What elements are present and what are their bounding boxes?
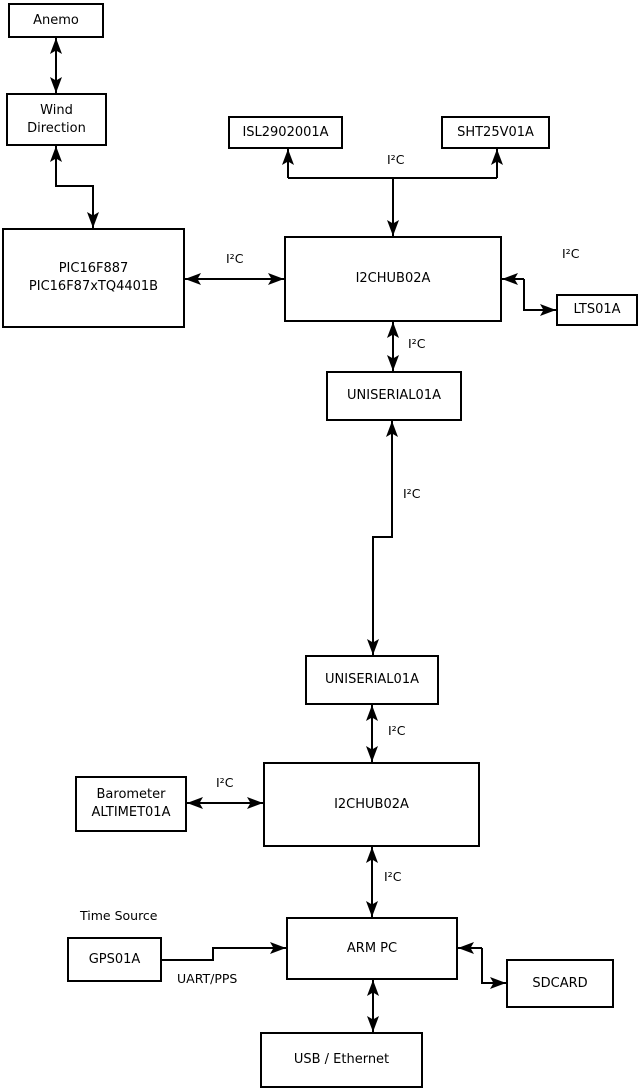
node-gps01a: GPS01A: [67, 937, 162, 982]
node-anemo: Anemo: [8, 3, 104, 38]
node-uniserial-bottom-label: UNISERIAL01A: [325, 672, 419, 688]
node-wind-direction-label-line2: Direction: [27, 120, 86, 136]
node-barometer: Barometer ALTIMET01A: [75, 776, 187, 832]
edge-armpc-sdcard: [481, 948, 506, 989]
label-i2c-uniserial-link: I²C: [403, 486, 421, 501]
node-pic-label-line2: PIC16F87xTQ4401B: [28, 279, 159, 294]
node-uniserial-bottom: UNISERIAL01A: [305, 655, 439, 705]
node-usb-ethernet-label: USB / Ethernet: [293, 1052, 390, 1068]
node-isl2902001a: ISL2902001A: [228, 116, 343, 149]
edge-gps-armpc: [162, 942, 286, 961]
node-uniserial-top: UNISERIAL01A: [326, 371, 462, 421]
node-i2chub-bottom-label: I2CHUB02A: [334, 796, 409, 812]
node-i2chub-top: I2CHUB02A: [284, 236, 502, 322]
node-sdcard-label: SDCARD: [532, 975, 588, 991]
label-i2c-uniserial-hub2: I²C: [388, 723, 406, 738]
node-barometer-label-line1: Barometer: [96, 787, 166, 803]
node-pic: PIC16F887 PIC16F87xTQ4401B: [2, 228, 185, 328]
label-i2c-pic-hub: I²C: [226, 251, 244, 266]
label-time-source: Time Source: [80, 908, 158, 923]
label-i2c-lts: I²C: [562, 246, 580, 261]
node-gps01a-label: GPS01A: [88, 951, 141, 967]
label-uart-pps: UART/PPS: [177, 971, 238, 986]
node-wind-direction-label-line1: Wind: [40, 102, 73, 118]
node-wind-direction: Wind Direction: [6, 93, 107, 146]
node-sht25v01a: SHT25V01A: [441, 116, 550, 149]
node-i2chub-bottom: I2CHUB02A: [263, 762, 480, 847]
label-i2c-bus-top: I²C: [387, 152, 405, 167]
node-arm-pc-label: ARM PC: [346, 940, 398, 956]
label-i2c-hub-uniserial: I²C: [408, 336, 426, 351]
node-sht25v01a-label: SHT25V01A: [457, 124, 534, 140]
node-lts01a: LTS01A: [556, 294, 638, 326]
node-usb-ethernet: USB / Ethernet: [260, 1032, 423, 1088]
node-sdcard: SDCARD: [506, 959, 614, 1008]
node-barometer-label-line2: ALTIMET01A: [91, 805, 171, 820]
node-pic-label-line1: PIC16F887: [58, 261, 129, 277]
node-uniserial-top-label: UNISERIAL01A: [347, 388, 441, 404]
edge-i2chub-lts: [523, 279, 556, 316]
node-lts01a-label: LTS01A: [573, 302, 621, 318]
node-anemo-label: Anemo: [33, 12, 79, 28]
edge-uniserial-uniserial: [367, 421, 398, 655]
label-i2c-barometer: I²C: [216, 775, 234, 790]
node-arm-pc: ARM PC: [286, 917, 458, 980]
node-isl2902001a-label: ISL2902001A: [242, 124, 329, 140]
edge-wind-pic: [50, 146, 99, 228]
label-i2c-hub2-armpc: I²C: [384, 869, 402, 884]
node-i2chub-top-label: I2CHUB02A: [355, 271, 431, 287]
